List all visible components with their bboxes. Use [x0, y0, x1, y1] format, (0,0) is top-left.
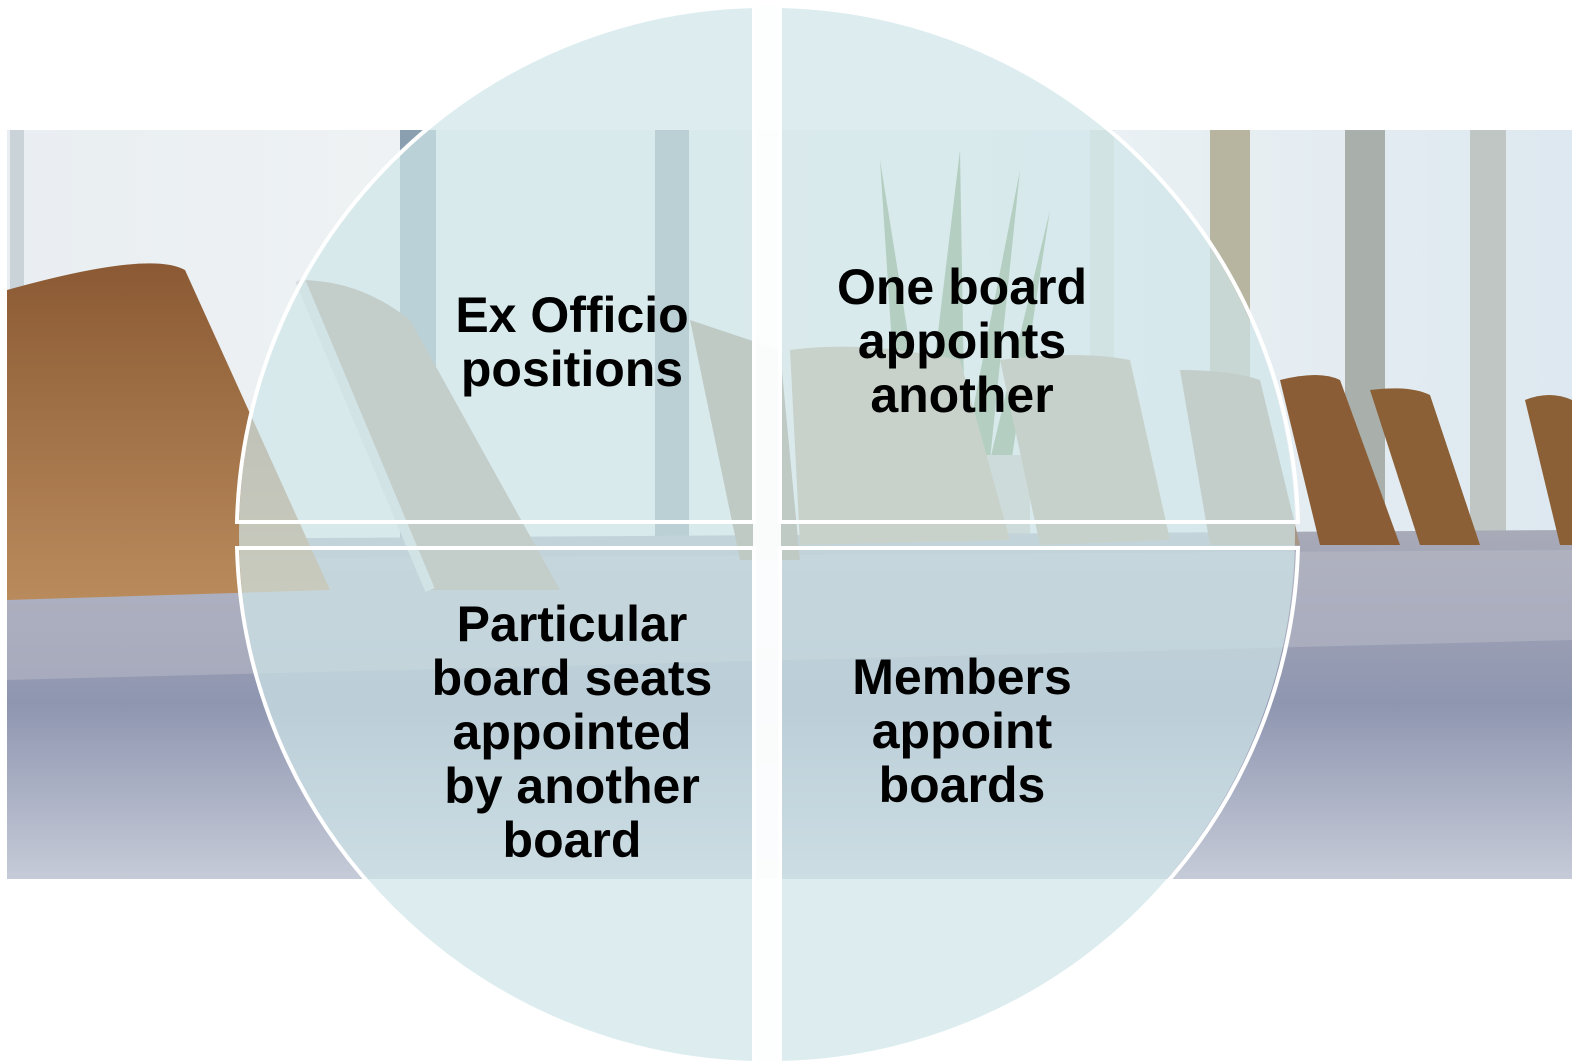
- quadrant-text-members: Members appoint boards: [852, 649, 1072, 813]
- quadrant-label-bottom-left: Particular board seats appointed by anot…: [412, 592, 732, 872]
- vertical-divider: [753, 0, 781, 1063]
- quadrant-label-bottom-right: Members appoint boards: [802, 636, 1122, 826]
- quadrant-outline-bottom-left: [234, 546, 756, 1063]
- quadrant-text-particular-seats: Particular board seats appointed by anot…: [431, 596, 713, 868]
- quadrant-label-top-left: Ex Officio positions: [412, 272, 732, 412]
- horizontal-divider: [237, 524, 1299, 546]
- quadrant-text-ex-officio: Ex Officio positions: [455, 287, 689, 397]
- quadrant-outline-top-left: [234, 3, 756, 524]
- quadrant-outline-bottom-right: [778, 546, 1301, 1063]
- quadrant-outline-top-right: [778, 3, 1301, 524]
- quadrant-text-one-board: One board appoints another: [836, 259, 1088, 423]
- quadrant-label-top-right: One board appoints another: [802, 246, 1122, 436]
